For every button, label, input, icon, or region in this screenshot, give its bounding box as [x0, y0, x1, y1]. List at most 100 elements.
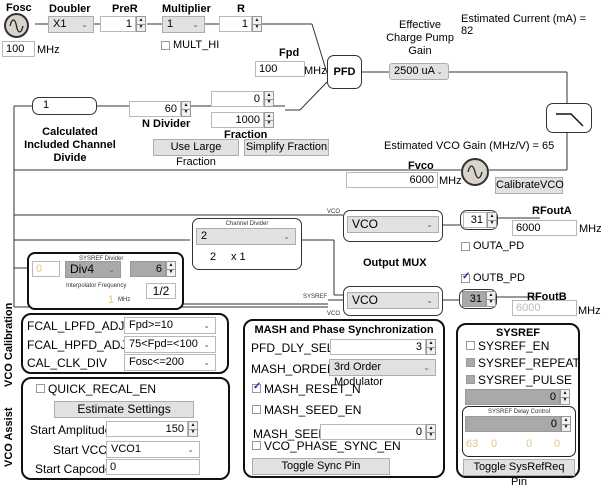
quick-recal-checkbox[interactable] [36, 384, 45, 393]
mash-seed-input[interactable]: 0 [320, 424, 426, 440]
sysref-div-select[interactable]: Div4 ⌄ [65, 261, 121, 278]
outb-pd-checkbox[interactable] [461, 271, 470, 283]
spin-up-icon[interactable]: ▲ [427, 340, 435, 348]
fraction-denominator-input[interactable]: 1000 [211, 112, 264, 128]
rfoutb-power-input[interactable]: 31 [462, 291, 486, 307]
fraction-numerator-spinner[interactable]: ▲▼ [264, 91, 274, 107]
spin-up-icon[interactable]: ▲ [265, 113, 273, 121]
mash-reset-n-label: MASH_RESET_N [264, 382, 361, 396]
sysref-pulse-checkbox[interactable] [466, 375, 475, 384]
fpd-input[interactable]: 100 [255, 61, 305, 77]
sysref-repeat-checkbox[interactable] [466, 358, 475, 367]
fosc-input[interactable]: 100 [2, 41, 35, 57]
spin-down-icon[interactable]: ▼ [266, 120, 272, 126]
spin-down-icon[interactable]: ▼ [489, 220, 495, 226]
fraction-denominator-spinner[interactable]: ▲▼ [264, 112, 274, 128]
spin-down-icon[interactable]: ▼ [428, 347, 434, 353]
cal-clk-div-select[interactable]: Fosc<=200 ⌄ [124, 354, 216, 371]
start-vco-value: VCO1 [111, 443, 141, 455]
spin-down-icon[interactable]: ▼ [488, 299, 494, 305]
use-large-fraction-button[interactable]: Use Large Fraction [153, 139, 239, 168]
sysref-count-input[interactable]: 6 [130, 261, 166, 277]
spin-up-icon[interactable]: ▲ [137, 17, 145, 25]
r-input[interactable]: 1 [219, 16, 252, 32]
sysref-top-input[interactable]: 0 [465, 389, 560, 405]
spin-down-icon[interactable]: ▼ [168, 269, 174, 275]
toggle-sysrefreq-button[interactable]: Toggle SysRefReq Pin [463, 459, 575, 488]
spin-up-icon[interactable]: ▲ [487, 292, 495, 300]
spin-down-icon[interactable]: ▼ [428, 432, 434, 438]
start-amplitude-spinner[interactable]: ▲▼ [188, 421, 198, 437]
spin-down-icon[interactable]: ▼ [254, 24, 260, 30]
spin-down-icon[interactable]: ▼ [190, 429, 196, 435]
simplify-fraction-button[interactable]: Simplify Fraction [244, 139, 329, 156]
fcal-hpfd-adj-value: 75<Fpd=<100 [129, 338, 198, 350]
r-spinner[interactable]: ▲▼ [252, 16, 262, 32]
n-divider-spinner[interactable]: ▲▼ [181, 101, 191, 117]
calibrate-vco-button[interactable]: CalibrateVCO [495, 177, 564, 194]
n-divider-input[interactable]: 60 [129, 101, 181, 117]
mash-seed-en-checkbox[interactable] [252, 405, 261, 414]
pfd-dly-sel-input[interactable]: 3 [330, 339, 426, 355]
spin-up-icon[interactable]: ▲ [253, 17, 261, 25]
rfouta-freq-input[interactable]: 6000 [512, 220, 577, 236]
spin-up-icon[interactable]: ▲ [167, 262, 175, 270]
sysref-top-spinner[interactable]: ▲▼ [560, 389, 570, 405]
spin-up-icon[interactable]: ▲ [488, 213, 496, 221]
mash-order-select[interactable]: 3rd Order Modulator ⌄ [329, 359, 436, 388]
spin-down-icon[interactable]: ▼ [563, 424, 569, 430]
multiplier-select[interactable]: 1 ⌄ [162, 16, 205, 33]
sysref-ratio: 1/2 [146, 283, 176, 299]
rfouta-power-input[interactable]: 31 [463, 212, 487, 228]
start-capcode-input[interactable]: 0 [106, 459, 200, 475]
outa-pd-checkbox[interactable] [461, 242, 470, 251]
prer-spinner[interactable]: ▲▼ [136, 16, 146, 32]
sysref-divider-input[interactable]: 0 [32, 261, 60, 277]
sysref-delay-input[interactable]: 0 [465, 416, 561, 432]
start-amplitude-input[interactable]: 150 [106, 421, 188, 437]
fcal-lpfd-adj-label: FCAL_LPFD_ADJ [27, 319, 125, 333]
spin-up-icon[interactable]: ▲ [189, 422, 197, 430]
multiplier-value: 1 [167, 18, 174, 30]
spin-up-icon[interactable]: ▲ [562, 417, 570, 425]
rfoutb-power-spinner[interactable]: ▲▼ [486, 291, 496, 307]
mash-reset-n-checkbox[interactable] [252, 381, 261, 393]
prer-input[interactable]: 1 [100, 16, 136, 32]
toggle-sync-pin-button[interactable]: Toggle Sync Pin [252, 458, 390, 475]
spin-down-icon[interactable]: ▼ [562, 397, 568, 403]
fpd-unit: MHz [304, 65, 327, 77]
fcal-lpfd-adj-select[interactable]: Fpd>=10 ⌄ [124, 317, 216, 334]
sysref-count-spinner[interactable]: ▲▼ [166, 261, 176, 277]
start-vco-label: Start VCO [53, 443, 108, 457]
sysref-delay-spinner[interactable]: ▲▼ [561, 416, 571, 432]
vco-phase-sync-checkbox[interactable] [252, 441, 261, 450]
mux-b-select[interactable]: VCO ⌄ [347, 292, 439, 309]
spin-up-icon[interactable]: ▲ [427, 425, 435, 433]
fvco-input[interactable]: 6000 [346, 172, 438, 188]
pfd-dly-sel-spinner[interactable]: ▲▼ [426, 339, 436, 355]
rfouta-power-spinner[interactable]: ▲▼ [487, 212, 497, 228]
cp-gain-select[interactable]: 2500 uA ⌄ [389, 63, 449, 80]
doubler-select[interactable]: X1 ⌄ [48, 16, 94, 33]
estimated-current-label: Estimated Current (mA) = [461, 13, 587, 25]
spin-down-icon[interactable]: ▼ [266, 99, 272, 105]
spin-up-icon[interactable]: ▲ [182, 102, 190, 110]
mux-b-sysref-tag: SYSREF [303, 294, 328, 300]
fcal-hpfd-adj-select[interactable]: 75<Fpd=<100 ⌄ [124, 336, 216, 353]
start-vco-select[interactable]: VCO1 ⌄ [106, 441, 200, 458]
channel-divider-select[interactable]: 2 ⌄ [196, 228, 296, 245]
sysref-en-checkbox[interactable] [466, 341, 475, 350]
mux-a-select[interactable]: VCO ⌄ [347, 216, 439, 233]
spin-down-icon[interactable]: ▼ [138, 24, 144, 30]
spin-down-icon[interactable]: ▼ [183, 109, 189, 115]
rfoutb-freq-input[interactable]: 6000 [512, 300, 577, 316]
mash-seed-spinner[interactable]: ▲▼ [426, 424, 436, 440]
mash-seed-en-label: MASH_SEED_EN [264, 403, 362, 417]
start-capcode-label: Start Capcode [35, 462, 112, 476]
mult-hi-checkbox[interactable] [161, 41, 170, 50]
fraction-numerator-input[interactable]: 0 [211, 91, 264, 107]
estimate-settings-button[interactable]: Estimate Settings [54, 401, 194, 418]
sysref-title: SYSREF [495, 327, 540, 339]
spin-up-icon[interactable]: ▲ [265, 92, 273, 100]
spin-up-icon[interactable]: ▲ [561, 390, 569, 398]
